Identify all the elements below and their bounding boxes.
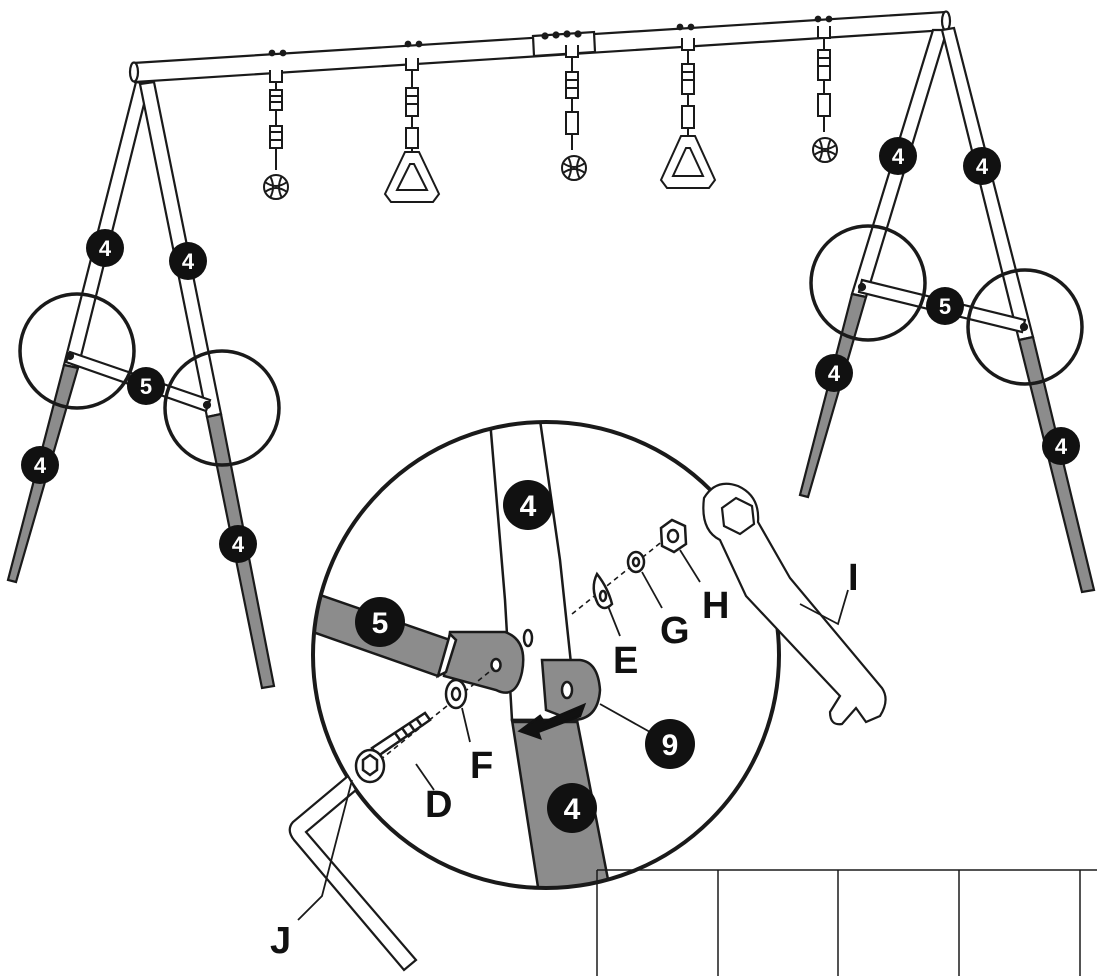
- svg-text:9: 9: [662, 729, 679, 762]
- part-badge-4: 4: [21, 446, 59, 484]
- part-badge-4: 4: [219, 525, 257, 563]
- label-E: E: [613, 640, 638, 682]
- leader-lines: [297, 549, 849, 921]
- gymnastic-ring-icon: [659, 38, 717, 189]
- label-H: H: [702, 585, 729, 627]
- svg-text:5: 5: [372, 607, 389, 640]
- part-badge-4: 4: [963, 147, 1001, 185]
- label-G: G: [660, 610, 690, 652]
- right-callout-circles: [809, 224, 1084, 386]
- hardware-labels: D F E G H I J: [270, 557, 859, 962]
- rope-ball-icon: [561, 45, 587, 181]
- label-J: J: [270, 920, 291, 962]
- left-a-frame: [6, 80, 276, 690]
- part-badge-4: 4: [86, 229, 124, 267]
- gymnastic-ring-icon: [383, 58, 441, 203]
- svg-text:4: 4: [34, 453, 47, 478]
- hanging-accessories: [263, 26, 838, 203]
- label-I: I: [848, 557, 859, 599]
- top-beam: [128, 10, 952, 84]
- wrench-icon: [702, 482, 887, 726]
- part-badge-4: 4: [815, 354, 853, 392]
- label-F: F: [470, 745, 493, 787]
- svg-text:4: 4: [564, 793, 581, 826]
- svg-text:4: 4: [182, 249, 195, 274]
- part-badge-5-large: 5: [355, 597, 405, 647]
- label-D: D: [425, 784, 452, 826]
- rope-ball-icon: [263, 70, 289, 200]
- direction-arrow-icon: [517, 702, 587, 741]
- parts-table-edge: [596, 869, 1097, 976]
- rope-ball-icon: [812, 26, 838, 163]
- part-badge-4-large: 4: [503, 480, 553, 530]
- svg-text:4: 4: [520, 490, 537, 523]
- svg-text:4: 4: [976, 154, 989, 179]
- svg-text:4: 4: [892, 144, 905, 169]
- part-badge-9-large: 9: [645, 719, 695, 769]
- bolt-D: [354, 711, 432, 784]
- part-badge-5: 5: [127, 367, 165, 405]
- part-badge-4: 4: [1042, 427, 1080, 465]
- part-badge-4: 4: [169, 242, 207, 280]
- part-badges: 4 4 5 4 4 4 4 5 4 4 4 5 9 4: [21, 137, 1080, 833]
- left-callout-circles: [18, 292, 281, 467]
- svg-text:5: 5: [939, 294, 951, 319]
- svg-text:4: 4: [232, 532, 245, 557]
- part-badge-4: 4: [879, 137, 917, 175]
- detail-view: [311, 420, 781, 890]
- part-badge-5: 5: [926, 287, 964, 325]
- part-badge-4-large: 4: [547, 783, 597, 833]
- svg-text:5: 5: [140, 374, 152, 399]
- svg-text:4: 4: [1055, 434, 1068, 459]
- svg-text:4: 4: [828, 361, 841, 386]
- hex-key-icon: [288, 774, 418, 972]
- svg-text:4: 4: [99, 236, 112, 261]
